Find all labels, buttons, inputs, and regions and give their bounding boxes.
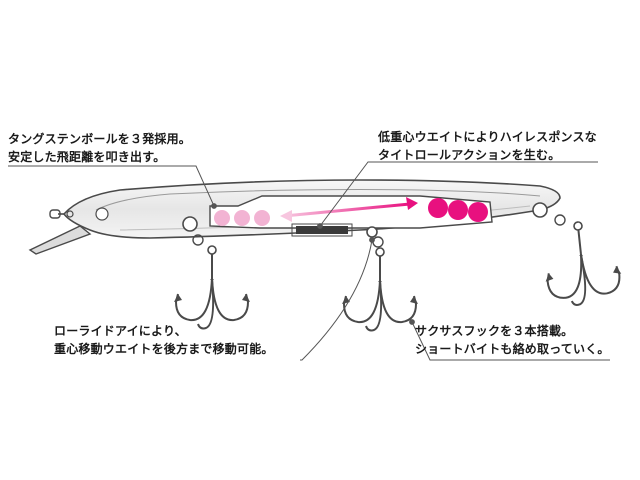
hooks-callout-line2: ショートバイトも絡め取っていく。 xyxy=(415,342,610,356)
line-eye-icon xyxy=(49,209,74,219)
weight-chamber xyxy=(209,195,493,229)
weight-movement-arrow xyxy=(280,197,418,222)
diving-lip xyxy=(28,225,92,255)
center-weight-callout: 低重心ウエイトによりハイレスポンスな タイトロールアクションを生む。 xyxy=(378,128,597,164)
leader-lines xyxy=(8,161,610,361)
hooks-callout-line1: サクサスフックを３本搭載。 xyxy=(415,324,574,338)
low-ride-eye-callout-line1: ローライドアイにより、 xyxy=(54,324,187,338)
middle-treble-hook xyxy=(341,247,419,332)
tungsten-callout-line2: 安定した飛距離を叩き出す。 xyxy=(8,150,166,164)
tungsten-balls xyxy=(428,198,488,222)
center-weight-callout-line1: 低重心ウエイトによりハイレスポンスな xyxy=(378,130,597,144)
low-ride-eye-callout-line2: 重心移動ウエイトを後方まで移動可能。 xyxy=(54,342,274,356)
tungsten-ball-ghosts xyxy=(214,210,270,226)
front-treble-hook xyxy=(173,245,251,330)
low-ride-eye-callout: ローライドアイにより、 重心移動ウエイトを後方まで移動可能。 xyxy=(54,322,274,358)
rear-treble-hook xyxy=(538,217,625,310)
center-weight-callout-line2: タイトロールアクションを生む。 xyxy=(378,148,561,162)
hooks-callout: サクサスフックを３本搭載。 ショートバイトも絡め取っていく。 xyxy=(415,322,610,358)
tungsten-callout: タングステンボールを３発採用。 安定した飛距離を叩き出す。 xyxy=(8,130,191,166)
tungsten-callout-line1: タングステンボールを３発採用。 xyxy=(8,132,192,146)
